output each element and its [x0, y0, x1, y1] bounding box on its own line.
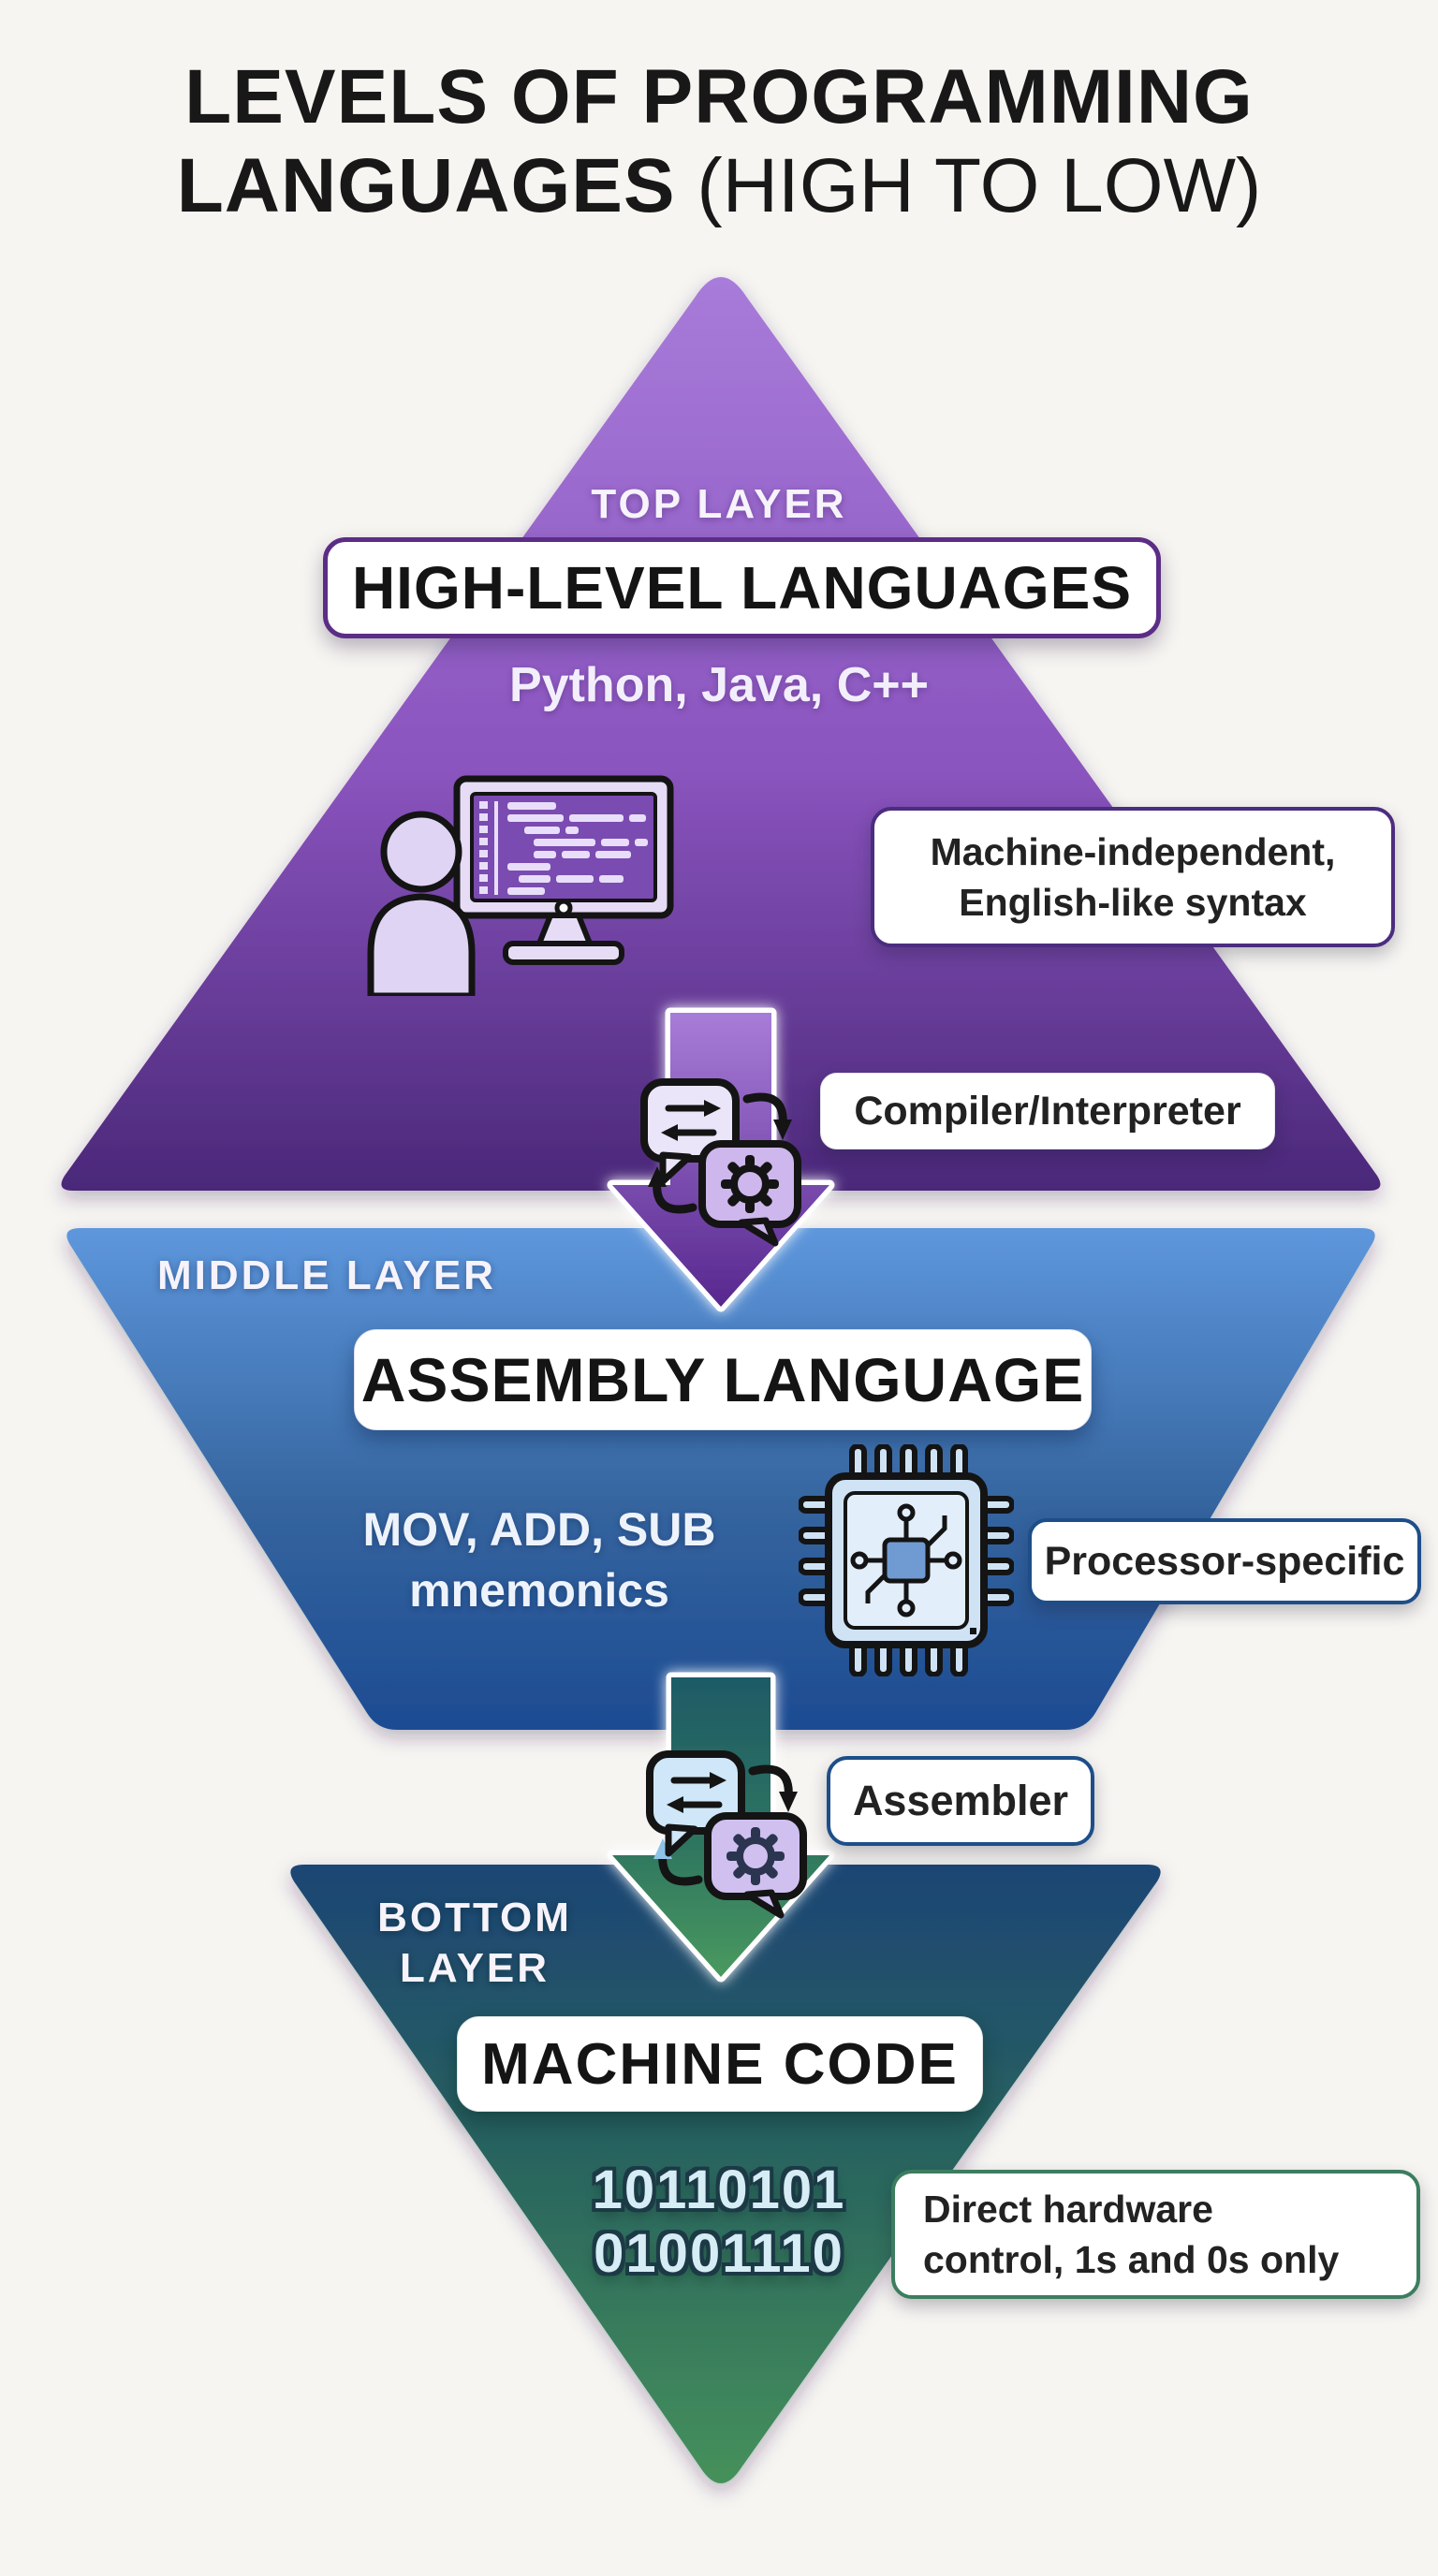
- machine-independent-note: Machine-independent, English-like syntax: [871, 807, 1395, 947]
- direct-hardware-note: Direct hardware control, 1s and 0s only: [891, 2170, 1420, 2299]
- assembly-language-heading: ASSEMBLY LANGUAGE: [354, 1329, 1092, 1430]
- bottom-layer-label-line1: BOTTOM: [377, 1895, 572, 1940]
- machine-independent-note-line2: English-like syntax: [959, 881, 1307, 924]
- binary-line1: 10110101: [592, 2159, 846, 2220]
- machine-code-heading-text: MACHINE CODE: [481, 2031, 959, 2097]
- machine-code-heading: MACHINE CODE: [457, 2016, 983, 2112]
- page-title-line1: LEVELS OF PROGRAMMING: [184, 54, 1254, 139]
- direct-hardware-note-line1: Direct hardware: [923, 2187, 1213, 2231]
- code-translation-icon: [646, 1750, 807, 1919]
- top-layer-label: TOP LAYER: [591, 481, 847, 527]
- assembly-language-heading-text: ASSEMBLY LANGUAGE: [360, 1345, 1085, 1414]
- compiler-interpreter-text: Compiler/Interpreter: [854, 1088, 1241, 1134]
- high-level-languages-heading: HIGH-LEVEL LANGUAGES: [323, 537, 1161, 638]
- bottom-layer-label-line2: LAYER: [399, 1944, 550, 1991]
- page-title-line2-light: (HIGH TO LOW): [675, 143, 1262, 229]
- high-level-languages-heading-text: HIGH-LEVEL LANGUAGES: [351, 554, 1133, 622]
- assembly-examples: MOV, ADD, SUB mnemonics: [258, 1500, 820, 1621]
- assembler-label: Assembler: [827, 1756, 1094, 1846]
- page-title: LEVELS OF PROGRAMMING LANGUAGES (HIGH TO…: [0, 52, 1438, 230]
- page-title-line2-bold: LANGUAGES: [176, 143, 676, 229]
- machine-independent-note-line1: Machine-independent,: [930, 829, 1336, 873]
- processor-chip-icon: [799, 1444, 1014, 1676]
- binary-line2: 01001110: [594, 2223, 844, 2285]
- processor-specific-text: Processor-specific: [1044, 1538, 1405, 1584]
- bottom-layer-label: BOTTOM LAYER: [367, 1893, 582, 1993]
- direct-hardware-note-line2: control, 1s and 0s only: [923, 2238, 1340, 2281]
- person-at-computer-icon: [367, 775, 674, 996]
- compiler-interpreter-label: Compiler/Interpreter: [820, 1073, 1275, 1149]
- assembler-text: Assembler: [852, 1777, 1069, 1824]
- page-title-line2: LANGUAGES (HIGH TO LOW): [0, 141, 1438, 230]
- middle-layer-label: MIDDLE LAYER: [157, 1252, 496, 1298]
- binary-code-sample: 10110101 01001110: [485, 2159, 953, 2287]
- assembly-examples-line1: MOV, ADD, SUB: [362, 1503, 716, 1556]
- high-level-examples: Python, Java, C++: [509, 658, 929, 712]
- code-translation-icon: [640, 1078, 801, 1247]
- assembly-examples-line2: mnemonics: [409, 1564, 669, 1617]
- processor-specific-note: Processor-specific: [1028, 1518, 1421, 1604]
